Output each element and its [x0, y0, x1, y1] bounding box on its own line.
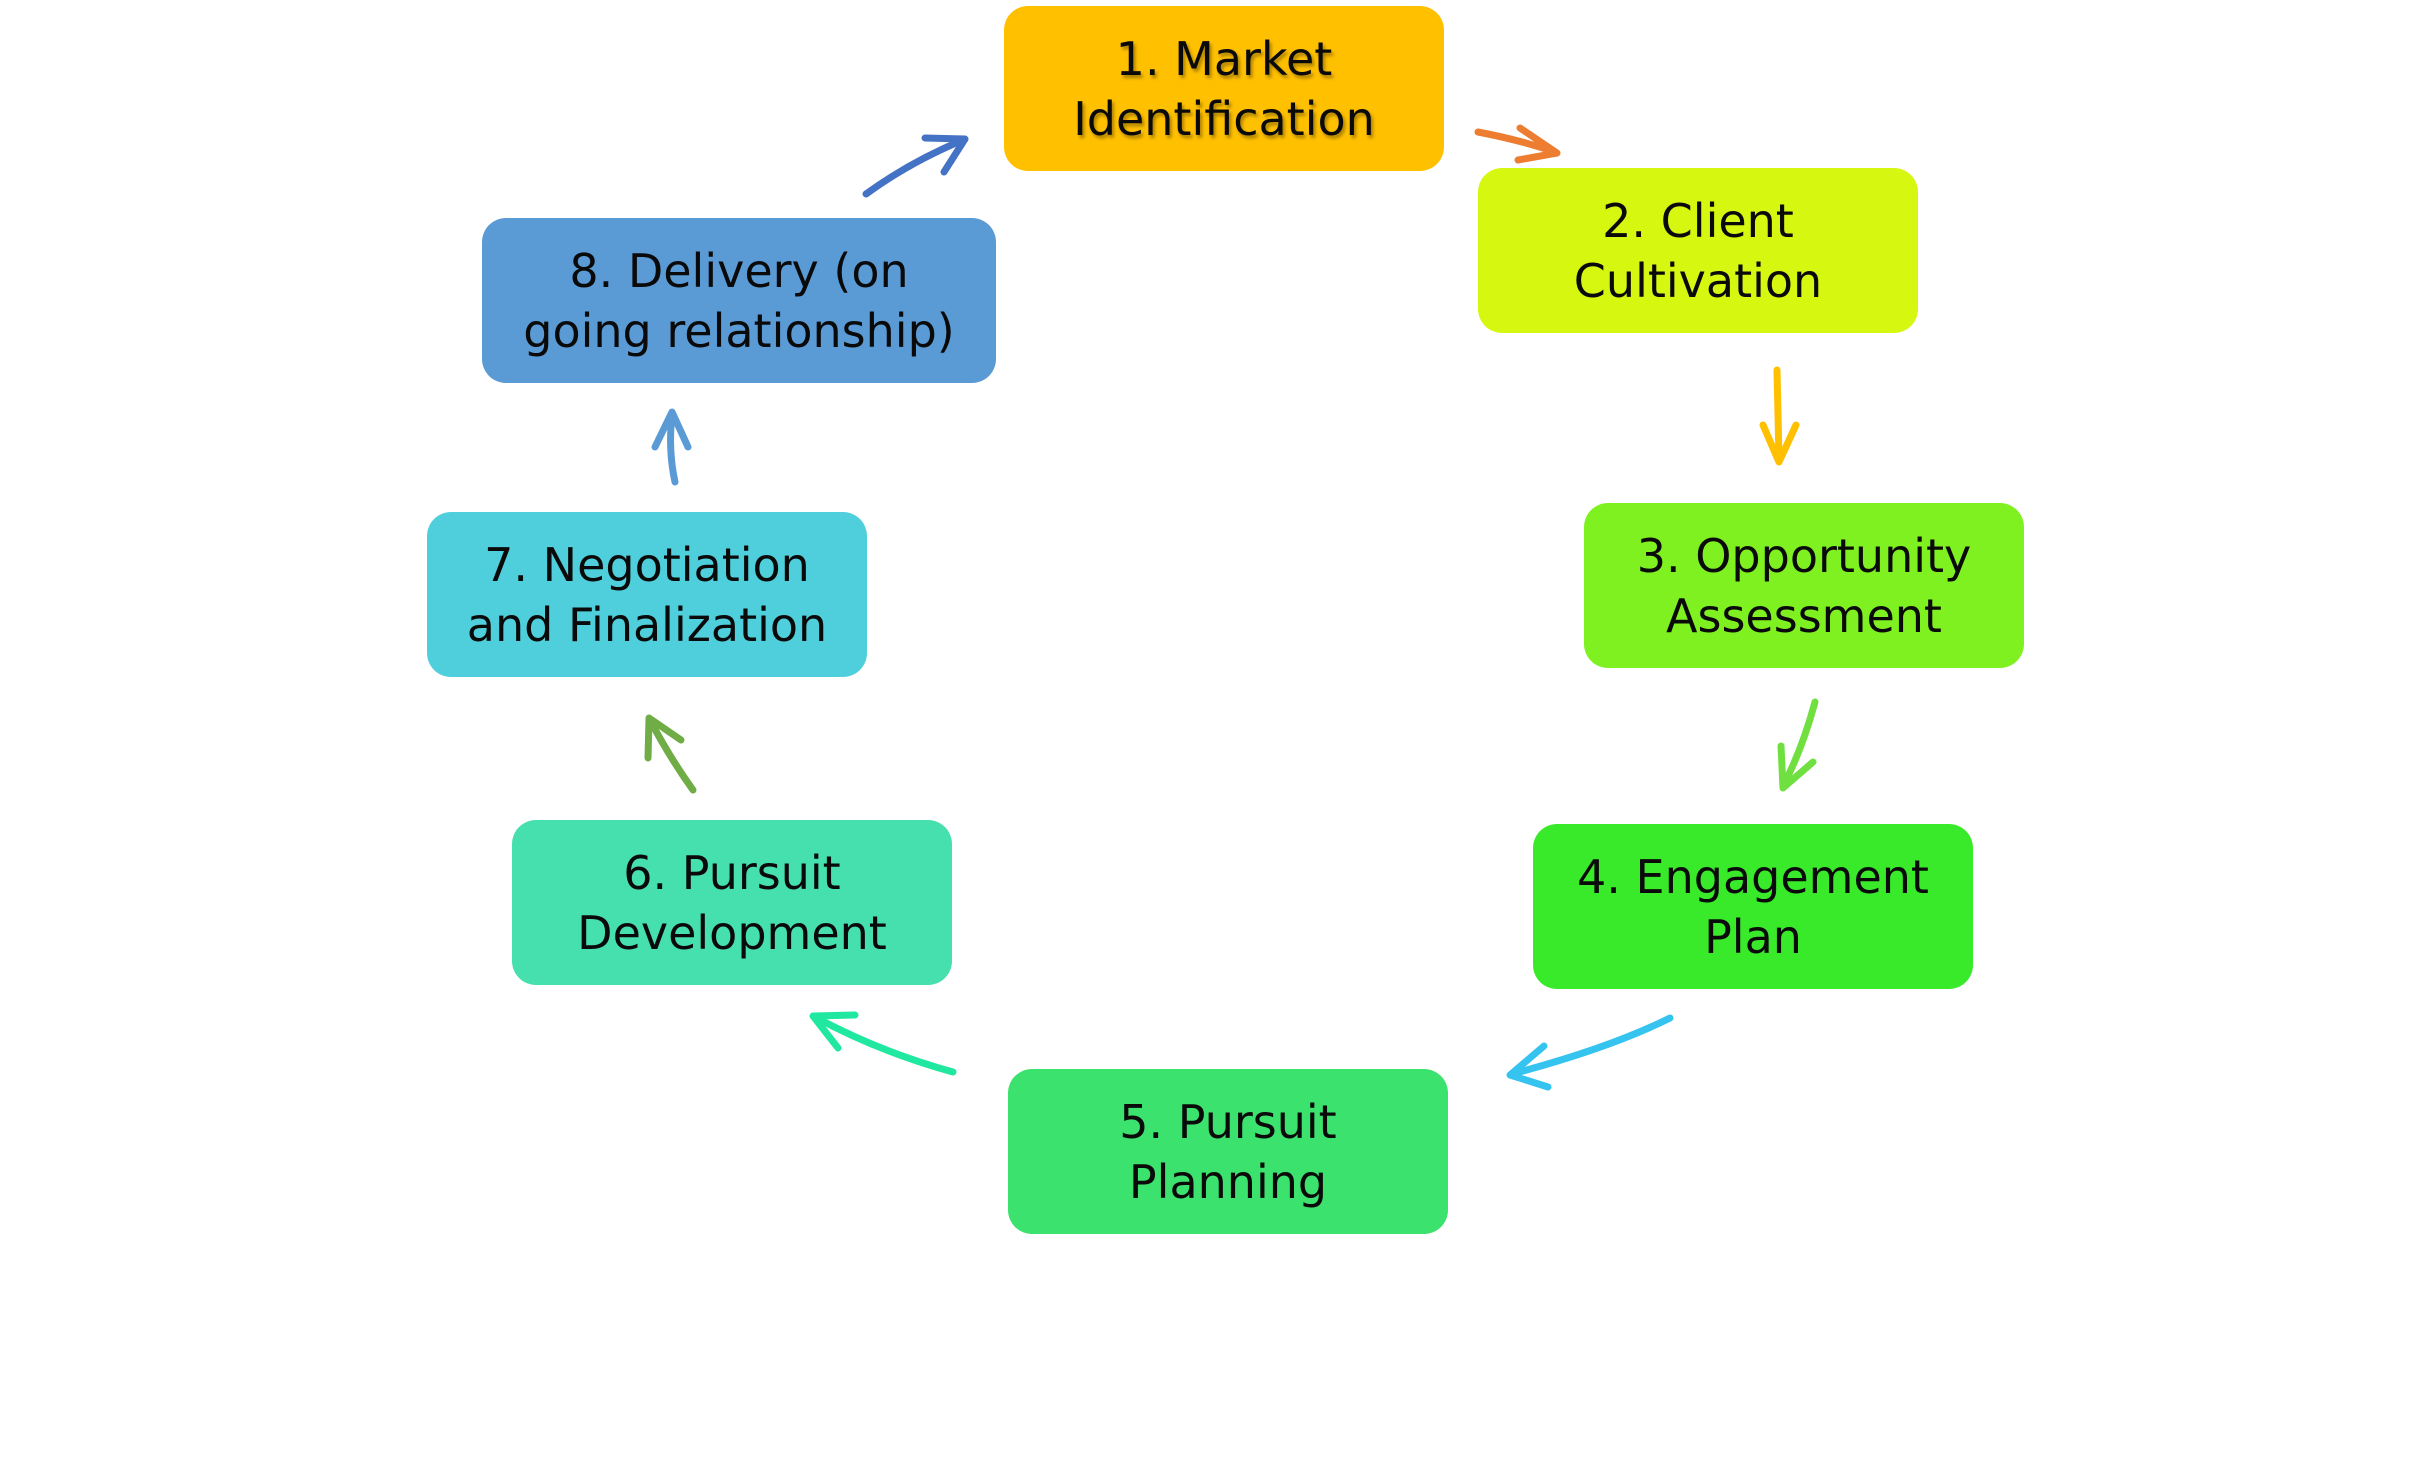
node-label: 6. Pursuit Development [577, 845, 887, 960]
node-label: 3. Opportunity Assessment [1636, 528, 1972, 643]
node-opportunity-assessment: 3. Opportunity Assessment [1584, 503, 2024, 668]
node-label: 8. Delivery (on going relationship) [523, 243, 955, 358]
node-label: 2. Client Cultivation [1573, 193, 1823, 308]
node-negotiation-finalization: 7. Negotiation and Finalization [427, 512, 867, 677]
node-label: 7. Negotiation and Finalization [466, 537, 828, 652]
arrow-3-to-4 [1777, 698, 1819, 792]
node-client-cultivation: 2. Client Cultivation [1478, 168, 1918, 333]
node-label: 5. Pursuit Planning [1119, 1094, 1337, 1209]
node-pursuit-planning: 5. Pursuit Planning [1008, 1069, 1448, 1234]
arrow-6-to-7 [644, 714, 697, 794]
node-delivery: 8. Delivery (on going relationship) [482, 218, 996, 383]
arrow-5-to-6 [809, 1011, 957, 1076]
arrow-7-to-8 [651, 408, 692, 486]
node-label: 4. Engagement Plan [1577, 849, 1929, 964]
node-market-identification: 1. Market Identification [1004, 6, 1444, 171]
arrow-8-to-1 [862, 134, 969, 198]
arrow-2-to-3 [1759, 366, 1800, 466]
node-label: 1. Market Identification [1073, 31, 1375, 146]
node-pursuit-development: 6. Pursuit Development [512, 820, 952, 985]
arrow-1-to-2 [1474, 124, 1561, 164]
arrow-4-to-5 [1506, 1014, 1674, 1091]
node-engagement-plan: 4. Engagement Plan [1533, 824, 1973, 989]
